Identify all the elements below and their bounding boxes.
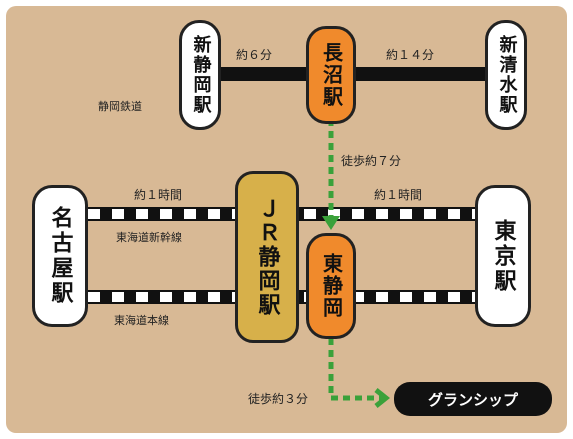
grandship-label: グランシップ [427,390,518,409]
station-tokyo[interactable]: 東京駅 [475,185,531,327]
line-shinkansen-label: 東海道新幹線 [116,231,182,244]
walking-paths [322,119,391,408]
time-shinshizuoka-naganuma: 約６分 [236,48,273,62]
station-nagoya-label: 名古屋駅 [47,206,73,306]
station-shinshimizu-label: 新清水駅 [496,35,518,115]
line-honsen-label: 東海道本線 [114,314,169,327]
station-naganuma-label: 長沼駅 [319,42,344,108]
time-shizuoka-tokyo: 約１時間 [374,188,423,202]
station-higashi-shizuoka-label: 東静岡 [319,253,344,319]
station-tokyo-label: 東京駅 [490,218,516,294]
line-shizuoka-railway-label: 静岡鉄道 [98,100,142,113]
time-naganuma-shinshimizu: 約１４分 [386,48,435,62]
station-shinshizuoka-label: 新静岡駅 [190,35,212,115]
station-jr-shizuoka-label: ＪＲ静岡駅 [254,197,280,317]
time-nagoya-shizuoka: 約１時間 [134,188,183,202]
route-map: 新静岡駅 長沼駅 新清水駅 名古屋駅 ＪＲ静岡駅 東静岡 東京駅 約６分 約１４… [6,6,567,433]
station-higashi-shizuoka[interactable]: 東静岡 [306,233,356,339]
station-shinshizuoka[interactable]: 新静岡駅 [179,20,221,130]
station-nagoya[interactable]: 名古屋駅 [32,185,88,327]
station-naganuma[interactable]: 長沼駅 [306,26,356,124]
walk-naganuma-label: 徒歩約７分 [341,154,402,168]
shizuoka-railway-line [206,67,506,81]
station-shinshimizu[interactable]: 新清水駅 [485,20,527,130]
grandship-destination[interactable]: グランシップ [394,382,552,416]
walk-grandship-label: 徒歩約３分 [248,392,309,406]
station-jr-shizuoka[interactable]: ＪＲ静岡駅 [235,171,299,343]
